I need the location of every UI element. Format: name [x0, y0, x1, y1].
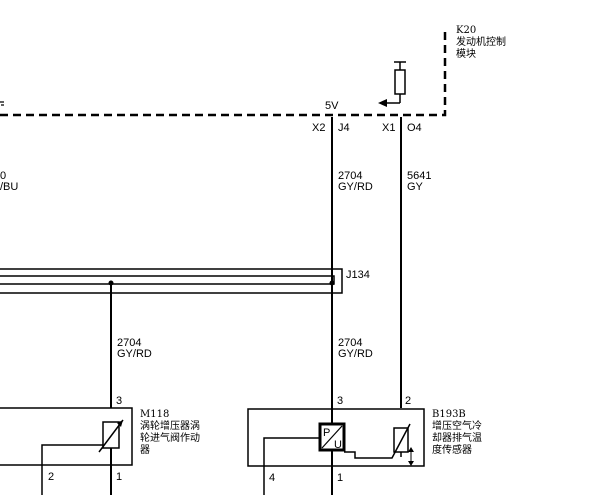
b193b-pin-2: 2 — [405, 395, 411, 407]
b193b-name-line1: 增压空气冷 — [432, 419, 482, 432]
splice-j134-inner — [0, 275, 335, 285]
b193b-pin-1: 1 — [337, 472, 343, 484]
module-k20-name-line2: 模块 — [456, 48, 476, 60]
module-k20-name-line1: 发动机控制 — [456, 35, 506, 48]
wire-2704-upper-circuit: 2704 — [338, 170, 362, 182]
conn-x2-label: X2 — [312, 122, 325, 134]
splice-j134-label: J134 — [346, 269, 370, 281]
left-wire-circuit-partial: 0 — [0, 170, 6, 182]
m118-pin-3: 3 — [116, 395, 122, 407]
m118-box — [0, 407, 133, 466]
wire-5641-circuit: 5641 — [407, 170, 431, 182]
ground-symbol-partial — [0, 101, 4, 106]
conn-x1-label: X1 — [382, 122, 395, 134]
b193b-ref: B193B — [432, 409, 466, 420]
pin-o4-label: O4 — [407, 122, 422, 134]
m118-pin-2: 2 — [48, 471, 54, 483]
m118-variable-arrow — [98, 419, 124, 453]
splice-j134-bar — [0, 268, 343, 294]
wire-2704-lower-circuit: 2704 — [338, 337, 362, 349]
pressure-sensor-diagonal — [321, 425, 343, 449]
m118-arrowhead-icon — [117, 420, 123, 427]
b193b-name-line2: 却器排气温 — [432, 431, 482, 444]
arrow-left-icon — [378, 99, 387, 107]
m118-name-line3: 器 — [140, 444, 150, 456]
pin-j4-label: J4 — [338, 122, 350, 134]
wire-5641-color: GY — [407, 181, 424, 193]
pressure-sensor-p: P — [323, 427, 330, 439]
wire-2704-m118-circuit: 2704 — [117, 337, 141, 349]
module-k20-ref: K20 — [456, 25, 476, 36]
m118-name-line1: 涡轮增压器涡 — [140, 419, 200, 432]
m118-pin-1: 1 — [116, 471, 122, 483]
splice-node-right — [329, 280, 335, 286]
m118-ref: M118 — [140, 409, 169, 420]
b193b-box — [247, 408, 425, 467]
wire-2704-lower-color: GY/RD — [338, 348, 373, 360]
arrow-down-icon — [408, 461, 414, 466]
module-k20-boundary — [0, 28, 447, 117]
b193b-pin-3: 3 — [337, 395, 343, 407]
b193b-internal-link — [344, 451, 386, 459]
thermistor-variable-line — [386, 423, 411, 459]
b193b-pin-4: 4 — [269, 472, 275, 484]
b193b-pin4-wire — [263, 437, 320, 495]
resistor-icon — [394, 69, 406, 95]
m118-name-line2: 轮进气阀作动 — [140, 431, 200, 444]
arrow-up-icon — [408, 447, 414, 452]
m118-pin2-wire — [41, 444, 103, 495]
left-wire-color-partial: /BU — [0, 181, 18, 193]
wire-2704-m118-color: GY/RD — [117, 348, 152, 360]
pressure-sensor-u: U — [334, 439, 342, 451]
wire-2704-upper-color: GY/RD — [338, 181, 373, 193]
supply-voltage-label: 5V — [325, 100, 339, 112]
b193b-name-line3: 度传感器 — [432, 443, 472, 456]
